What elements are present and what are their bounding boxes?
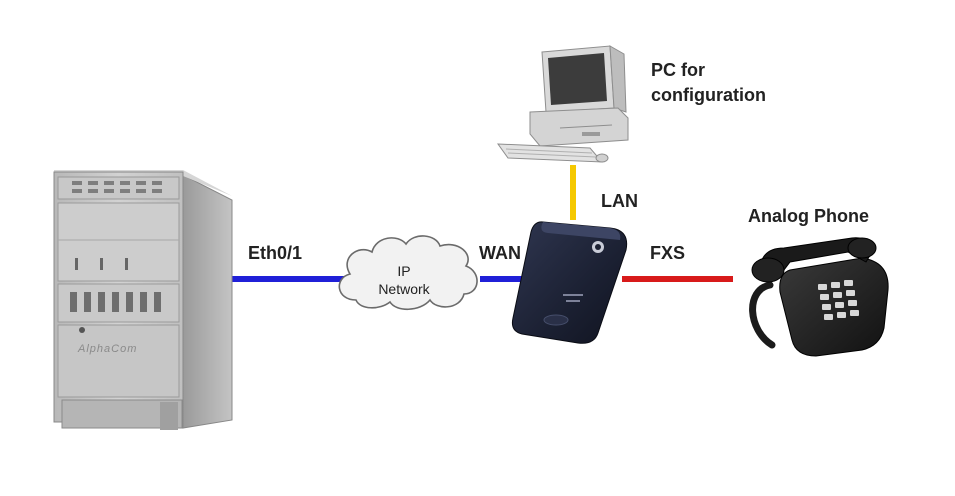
ip-network-line-2: Network xyxy=(378,281,430,297)
ip-network-label: IP Network xyxy=(362,262,446,298)
lan-label: LAN xyxy=(601,191,638,211)
pc-label-line-1: PC for xyxy=(651,60,705,80)
ip-network-line-1: IP xyxy=(397,263,411,279)
server-brand-label: AlphaCom xyxy=(78,343,138,355)
pc-label-line-2: configuration xyxy=(651,85,766,105)
eth-label: Eth0/1 xyxy=(248,243,303,263)
analog-phone-label: Analog Phone xyxy=(748,206,869,226)
pc-for-configuration-label: PC for configuration xyxy=(651,58,766,108)
fxs-label: FXS xyxy=(650,243,686,263)
wan-label: WAN xyxy=(479,243,521,263)
